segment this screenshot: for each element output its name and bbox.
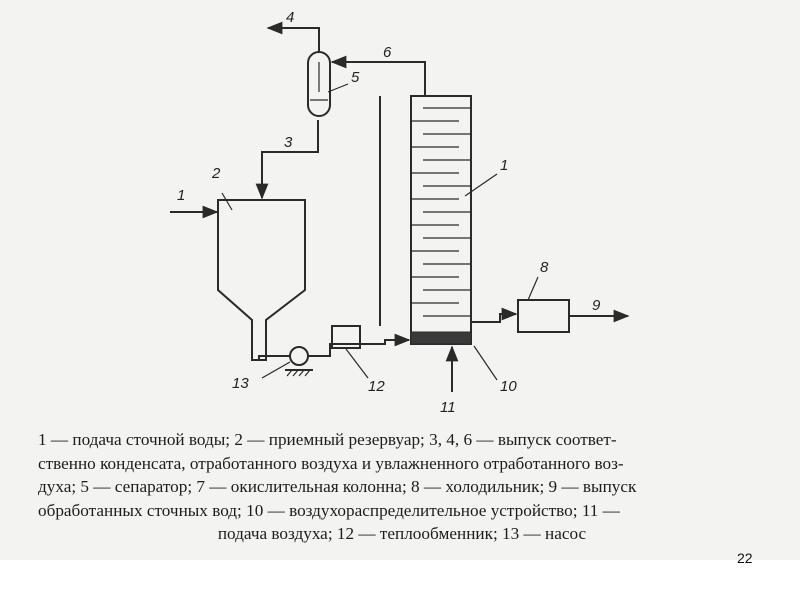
caption-line: духа; 5 — сепаратор; 7 — окислительная к…	[38, 477, 637, 496]
figure-caption: 1 — подача сточной воды; 2 — приемный ре…	[38, 428, 766, 546]
label-separator-5: 5	[351, 69, 360, 86]
pump-base-hatch	[286, 369, 311, 377]
label-distributor-10: 10	[500, 378, 517, 395]
label-pump-13: 13	[232, 375, 249, 392]
caption-line: подача воздуха; 12 — теплообменник; 13 —…	[217, 524, 587, 543]
cooler	[517, 299, 570, 333]
scanned-page-background	[0, 0, 800, 560]
caption-line: 1 — подача сточной воды; 2 — приемный ре…	[38, 430, 617, 449]
label-treated-out-9: 9	[592, 297, 601, 314]
exhaust-air-line	[266, 21, 320, 52]
caption-line: обработанных сточных вод; 10 — воздухора…	[38, 500, 620, 520]
heat-exchanger	[331, 325, 361, 349]
humid-air-line	[330, 55, 426, 96]
caption-line: ственно конденсата, отработанного воздух…	[38, 453, 624, 473]
reservoir-outlet-pipe	[258, 355, 290, 360]
label-cooler-8: 8	[540, 259, 549, 276]
pump-to-column-line	[308, 333, 411, 357]
label-air-feed-11: 11	[440, 399, 456, 416]
label-air-out-4: 4	[286, 9, 294, 26]
process-flow-diagram: 1 2 3 4 5 6 1 8 9 10 11 12 13	[170, 9, 630, 416]
receiving-reservoir	[217, 199, 306, 361]
column-trays	[411, 107, 471, 317]
oxidation-column	[410, 95, 472, 345]
column-to-cooler-line	[472, 307, 518, 323]
page-number: 22	[737, 550, 753, 566]
leader-lines	[221, 83, 539, 381]
condensate-line	[255, 120, 319, 200]
air-distributor	[410, 331, 472, 345]
label-humid-air-6: 6	[383, 44, 392, 61]
label-reservoir-2: 2	[211, 165, 221, 182]
label-column-1: 1	[500, 157, 508, 174]
label-heat-exchanger-12: 12	[368, 378, 385, 395]
label-condensate-3: 3	[284, 134, 293, 151]
pump	[289, 346, 309, 366]
label-feed-1: 1	[177, 187, 185, 204]
